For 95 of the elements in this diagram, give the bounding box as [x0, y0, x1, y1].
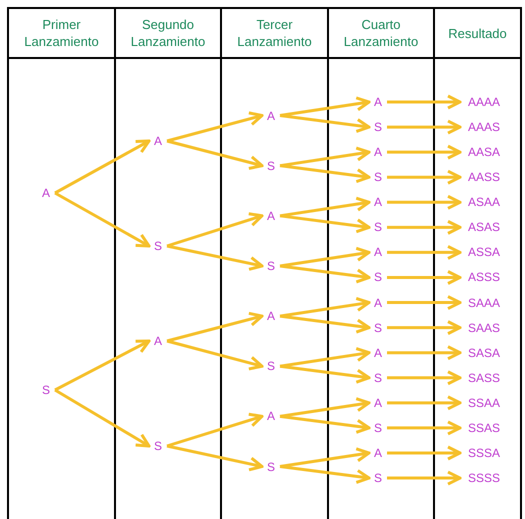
outcome-label: S	[374, 170, 382, 184]
outcome-label: SSAA	[468, 396, 500, 410]
outcome-label: A	[374, 346, 382, 360]
arrow	[280, 96, 370, 118]
arrow	[280, 347, 370, 368]
outcome-label: SSSA	[468, 446, 500, 460]
outcome-label: ASSA	[468, 245, 500, 260]
outcome-label: A	[154, 334, 162, 348]
outcome-label: S	[42, 383, 50, 397]
arrow	[280, 196, 370, 218]
arrow	[54, 140, 150, 194]
arrow	[387, 120, 462, 135]
outcome-label: ASAS	[468, 220, 500, 234]
arrow	[166, 412, 264, 448]
outcome-label: S	[154, 439, 162, 453]
outcome-label: SAAS	[468, 320, 500, 335]
outcome-label: S	[267, 258, 275, 273]
arrow	[387, 94, 462, 110]
outcome-label: S	[374, 370, 382, 385]
arrow	[166, 444, 264, 472]
outcome-label: AAAS	[468, 120, 500, 134]
arrow	[387, 170, 462, 185]
arrow	[166, 140, 264, 170]
outcome-label: A	[374, 446, 382, 460]
outcome-label: S	[374, 420, 382, 435]
arrow	[387, 144, 462, 160]
arrow	[54, 340, 150, 392]
arrow	[280, 465, 370, 484]
outcome-label: SASA	[468, 346, 500, 360]
outcome-label: A	[267, 409, 275, 424]
arrow	[280, 314, 370, 334]
arrow	[166, 212, 264, 248]
arrow	[387, 295, 462, 310]
outcome-label: A	[154, 134, 162, 148]
outcome-label: SAAA	[468, 296, 500, 310]
outcome-label: S	[154, 239, 162, 253]
arrow	[280, 146, 370, 168]
outcome-label: A	[374, 145, 382, 160]
outcome-label: ASSS	[468, 270, 500, 284]
arrow	[280, 447, 370, 468]
outcome-label: AASS	[468, 170, 500, 184]
outcome-label: A	[267, 208, 275, 223]
outcome-label: S	[374, 220, 382, 234]
arrow	[166, 244, 264, 271]
arrow	[54, 192, 150, 248]
arrow	[387, 270, 462, 285]
arrow	[387, 194, 462, 210]
outcome-label: A	[42, 186, 50, 200]
arrow	[280, 214, 370, 234]
outcome-label: ASAA	[468, 195, 500, 210]
outcome-label: AAAA	[468, 95, 500, 109]
arrow	[387, 470, 462, 486]
arrow	[166, 340, 264, 370]
column-header: Tercer Lanzamiento	[236, 16, 313, 50]
arrow	[387, 320, 462, 336]
outcome-label: S	[267, 359, 275, 374]
arrow	[387, 345, 462, 360]
arrow	[387, 395, 462, 410]
arrow	[387, 445, 462, 460]
column-header: Primer Lanzamiento	[23, 16, 100, 50]
outcome-label: S	[374, 471, 382, 486]
arrow	[387, 420, 462, 436]
arrow	[280, 364, 370, 384]
outcome-label: AASA	[468, 145, 500, 160]
outcome-label: A	[374, 396, 382, 410]
arrow	[387, 370, 462, 386]
arrow	[280, 246, 370, 268]
arrow	[280, 296, 370, 318]
column-header: Segundo Lanzamiento	[130, 16, 206, 50]
arrow	[387, 220, 462, 235]
arrow	[166, 111, 264, 142]
arrow	[387, 244, 462, 260]
outcome-label: S	[374, 120, 382, 134]
arrow	[280, 114, 370, 133]
arrow	[54, 388, 150, 448]
outcome-label: A	[374, 95, 382, 109]
arrow	[280, 397, 370, 418]
arrow	[280, 264, 370, 284]
outcome-label: SSAS	[468, 420, 500, 435]
outcome-label: S	[374, 320, 382, 335]
arrow	[280, 414, 370, 434]
outcome-label: S	[267, 460, 275, 474]
outcome-label: A	[374, 296, 382, 310]
outcome-label: A	[267, 309, 275, 324]
outcome-label: S	[267, 158, 275, 173]
outcome-label: S	[374, 270, 382, 284]
outcome-label: SSSS	[468, 471, 500, 486]
outcome-label: A	[267, 108, 275, 123]
outcome-label: A	[374, 195, 382, 210]
column-header: Resultado	[448, 24, 507, 42]
arrow	[280, 164, 370, 184]
outcome-label: A	[374, 245, 382, 260]
outcome-label: SASS	[468, 370, 500, 385]
arrow	[166, 312, 264, 342]
column-header: Cuarto Lanzamiento	[342, 16, 420, 50]
